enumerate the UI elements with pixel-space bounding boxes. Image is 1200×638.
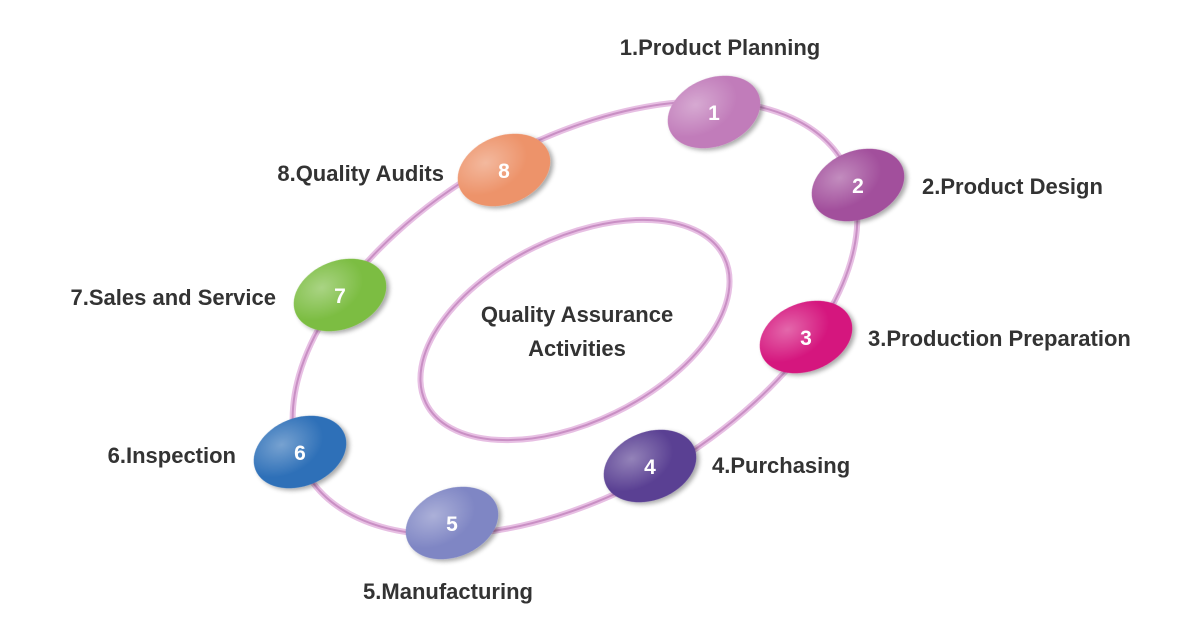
- step-nodes: 1 1.Product Planning 2 2.Product Design 3 3.P…: [71, 35, 1131, 604]
- step-label-1: 1.Product Planning: [620, 35, 820, 60]
- inner-ring-line: [419, 218, 731, 442]
- step-node-5: 5 5.Manufacturing: [363, 486, 533, 604]
- step-oval-highlight-1: [667, 75, 761, 149]
- step-number-5: 5: [446, 513, 458, 536]
- step-label-5: 5.Manufacturing: [363, 579, 533, 604]
- step-node-4: 4 4.Purchasing: [603, 429, 850, 503]
- step-number-6: 6: [294, 442, 306, 465]
- step-number-7: 7: [334, 285, 346, 308]
- step-label-8: 8.Quality Audits: [277, 161, 444, 186]
- center-title-line2: Activities: [528, 336, 626, 361]
- step-oval-highlight-6: [253, 415, 347, 489]
- step-node-8: 8 8.Quality Audits: [277, 133, 551, 207]
- step-oval-highlight-4: [603, 429, 697, 503]
- center-title-line1: Quality Assurance: [481, 302, 673, 327]
- step-node-6: 6 6.Inspection: [108, 415, 347, 489]
- step-label-2: 2.Product Design: [922, 174, 1103, 199]
- step-node-2: 2 2.Product Design: [811, 148, 1103, 222]
- step-oval-highlight-3: [759, 300, 853, 374]
- step-oval-highlight-5: [405, 486, 499, 560]
- step-number-8: 8: [498, 160, 510, 183]
- step-label-3: 3.Production Preparation: [868, 326, 1131, 351]
- step-node-3: 3 3.Production Preparation: [759, 300, 1131, 374]
- step-oval-highlight-7: [293, 258, 387, 332]
- step-label-6: 6.Inspection: [108, 443, 236, 468]
- step-number-4: 4: [644, 456, 656, 479]
- step-label-7: 7.Sales and Service: [71, 285, 276, 310]
- step-number-3: 3: [800, 327, 812, 350]
- step-number-2: 2: [852, 175, 864, 198]
- step-node-1: 1 1.Product Planning: [620, 35, 820, 149]
- step-number-1: 1: [708, 102, 720, 125]
- step-oval-highlight-2: [811, 148, 905, 222]
- step-label-4: 4.Purchasing: [712, 453, 850, 478]
- step-node-7: 7 7.Sales and Service: [71, 258, 387, 332]
- step-oval-highlight-8: [457, 133, 551, 207]
